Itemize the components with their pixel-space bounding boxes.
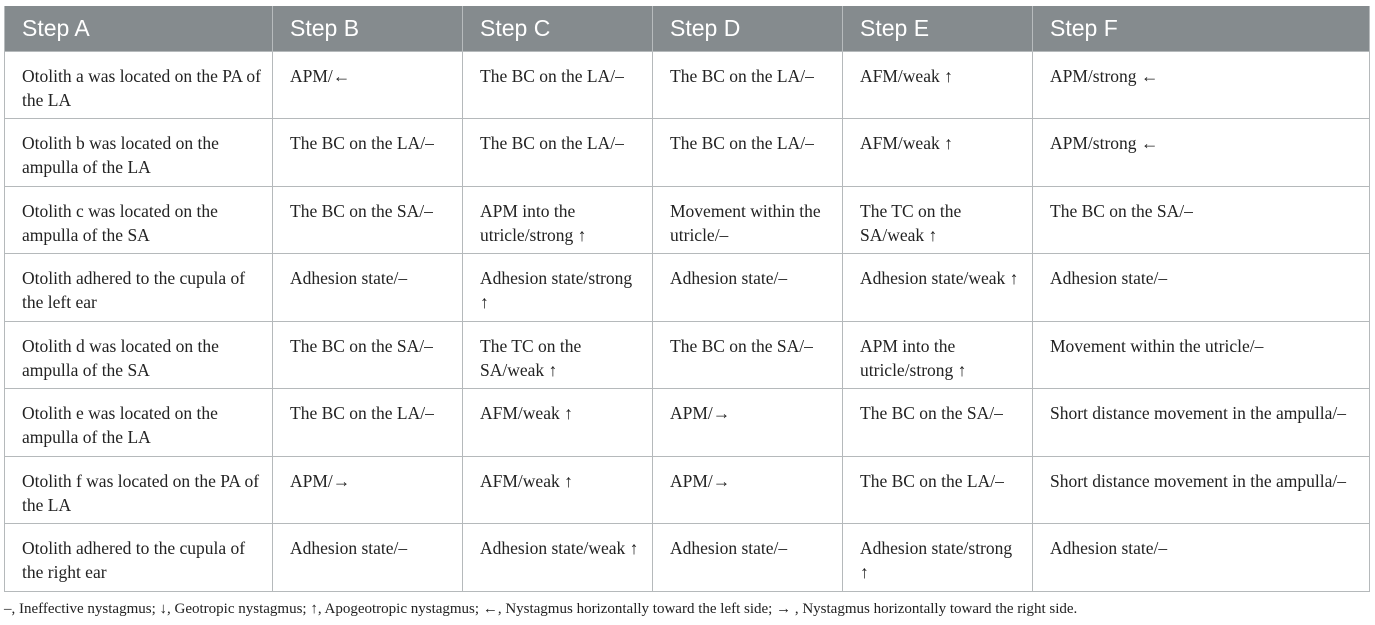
column-header-step-b: Step B xyxy=(272,6,463,51)
table-cell: AFM/weak ↑ xyxy=(462,455,653,524)
column-header-step-d: Step D xyxy=(652,6,843,51)
table-cell: Movement within the utricle/– xyxy=(1032,320,1370,389)
table-cell: Movement within the utricle/– xyxy=(652,185,843,254)
table-cell: APM/→ xyxy=(652,455,843,524)
table-cell: Adhesion state/weak ↑ xyxy=(462,523,653,592)
header-row: Step A Step B Step C Step D Step E Step … xyxy=(4,6,1370,51)
table-cell: Adhesion state/– xyxy=(1032,523,1370,592)
results-table-container: Step A Step B Step C Step D Step E Step … xyxy=(4,6,1370,592)
table-cell: APM/strong ← xyxy=(1032,50,1370,119)
table-cell: Otolith adhered to the cupula of the lef… xyxy=(4,253,273,322)
table-cell: The TC on the SA/weak ↑ xyxy=(462,320,653,389)
table-row: Otolith f was located on the PA of the L… xyxy=(4,455,1370,524)
table-row: Otolith c was located on the ampulla of … xyxy=(4,185,1370,254)
table-cell: Adhesion state/strong ↑ xyxy=(462,253,653,322)
table-cell: Adhesion state/– xyxy=(272,523,463,592)
table-cell: AFM/weak ↑ xyxy=(842,118,1033,187)
table-cell: Adhesion state/– xyxy=(1032,253,1370,322)
results-table: Step A Step B Step C Step D Step E Step … xyxy=(4,6,1370,592)
table-cell: APM/strong ← xyxy=(1032,118,1370,187)
table-row: Otolith d was located on the ampulla of … xyxy=(4,320,1370,389)
column-header-step-c: Step C xyxy=(462,6,653,51)
table-cell: Adhesion state/– xyxy=(272,253,463,322)
table-cell: The BC on the LA/– xyxy=(652,50,843,119)
table-cell: Otolith c was located on the ampulla of … xyxy=(4,185,273,254)
table-cell: The BC on the LA/– xyxy=(652,118,843,187)
table-row: Otolith e was located on the ampulla of … xyxy=(4,388,1370,457)
table-cell: Adhesion state/– xyxy=(652,523,843,592)
table-cell: Otolith f was located on the PA of the L… xyxy=(4,455,273,524)
table-row: Otolith adhered to the cupula of the rig… xyxy=(4,523,1370,592)
table-cell: AFM/weak ↑ xyxy=(462,388,653,457)
column-header-step-f: Step F xyxy=(1032,6,1370,51)
table-cell: Adhesion state/– xyxy=(652,253,843,322)
table-cell: APM/→ xyxy=(652,388,843,457)
table-body: Otolith a was located on the PA of the L… xyxy=(4,50,1370,592)
table-cell: Otolith d was located on the ampulla of … xyxy=(4,320,273,389)
table-cell: Adhesion state/strong ↑ xyxy=(842,523,1033,592)
table-row: Otolith b was located on the ampulla of … xyxy=(4,118,1370,187)
table-cell: APM/← xyxy=(272,50,463,119)
table-row: Otolith adhered to the cupula of the lef… xyxy=(4,253,1370,322)
table-cell: Otolith b was located on the ampulla of … xyxy=(4,118,273,187)
table-cell: Short distance movement in the ampulla/– xyxy=(1032,455,1370,524)
table-cell: The TC on the SA/weak ↑ xyxy=(842,185,1033,254)
table-cell: Otolith a was located on the PA of the L… xyxy=(4,50,273,119)
table-cell: AFM/weak ↑ xyxy=(842,50,1033,119)
table-footnote: –, Ineffective nystagmus; ↓, Geotropic n… xyxy=(4,601,1078,617)
table-cell: Short distance movement in the ampulla/– xyxy=(1032,388,1370,457)
table-cell: The BC on the SA/– xyxy=(272,185,463,254)
table-cell: The BC on the SA/– xyxy=(1032,185,1370,254)
table-cell: The BC on the LA/– xyxy=(842,455,1033,524)
table-cell: APM/→ xyxy=(272,455,463,524)
column-header-step-a: Step A xyxy=(4,6,273,51)
table-cell: The BC on the LA/– xyxy=(462,50,653,119)
table-cell: The BC on the LA/– xyxy=(272,118,463,187)
table-cell: Otolith e was located on the ampulla of … xyxy=(4,388,273,457)
table-cell: APM into the utricle/strong ↑ xyxy=(462,185,653,254)
table-cell: Otolith adhered to the cupula of the rig… xyxy=(4,523,273,592)
table-header: Step A Step B Step C Step D Step E Step … xyxy=(4,6,1370,51)
table-cell: The BC on the SA/– xyxy=(272,320,463,389)
table-cell: The BC on the SA/– xyxy=(842,388,1033,457)
table-cell: The BC on the LA/– xyxy=(272,388,463,457)
column-header-step-e: Step E xyxy=(842,6,1033,51)
table-row: Otolith a was located on the PA of the L… xyxy=(4,50,1370,119)
table-cell: APM into the utricle/strong ↑ xyxy=(842,320,1033,389)
table-cell: Adhesion state/weak ↑ xyxy=(842,253,1033,322)
table-cell: The BC on the SA/– xyxy=(652,320,843,389)
table-cell: The BC on the LA/– xyxy=(462,118,653,187)
